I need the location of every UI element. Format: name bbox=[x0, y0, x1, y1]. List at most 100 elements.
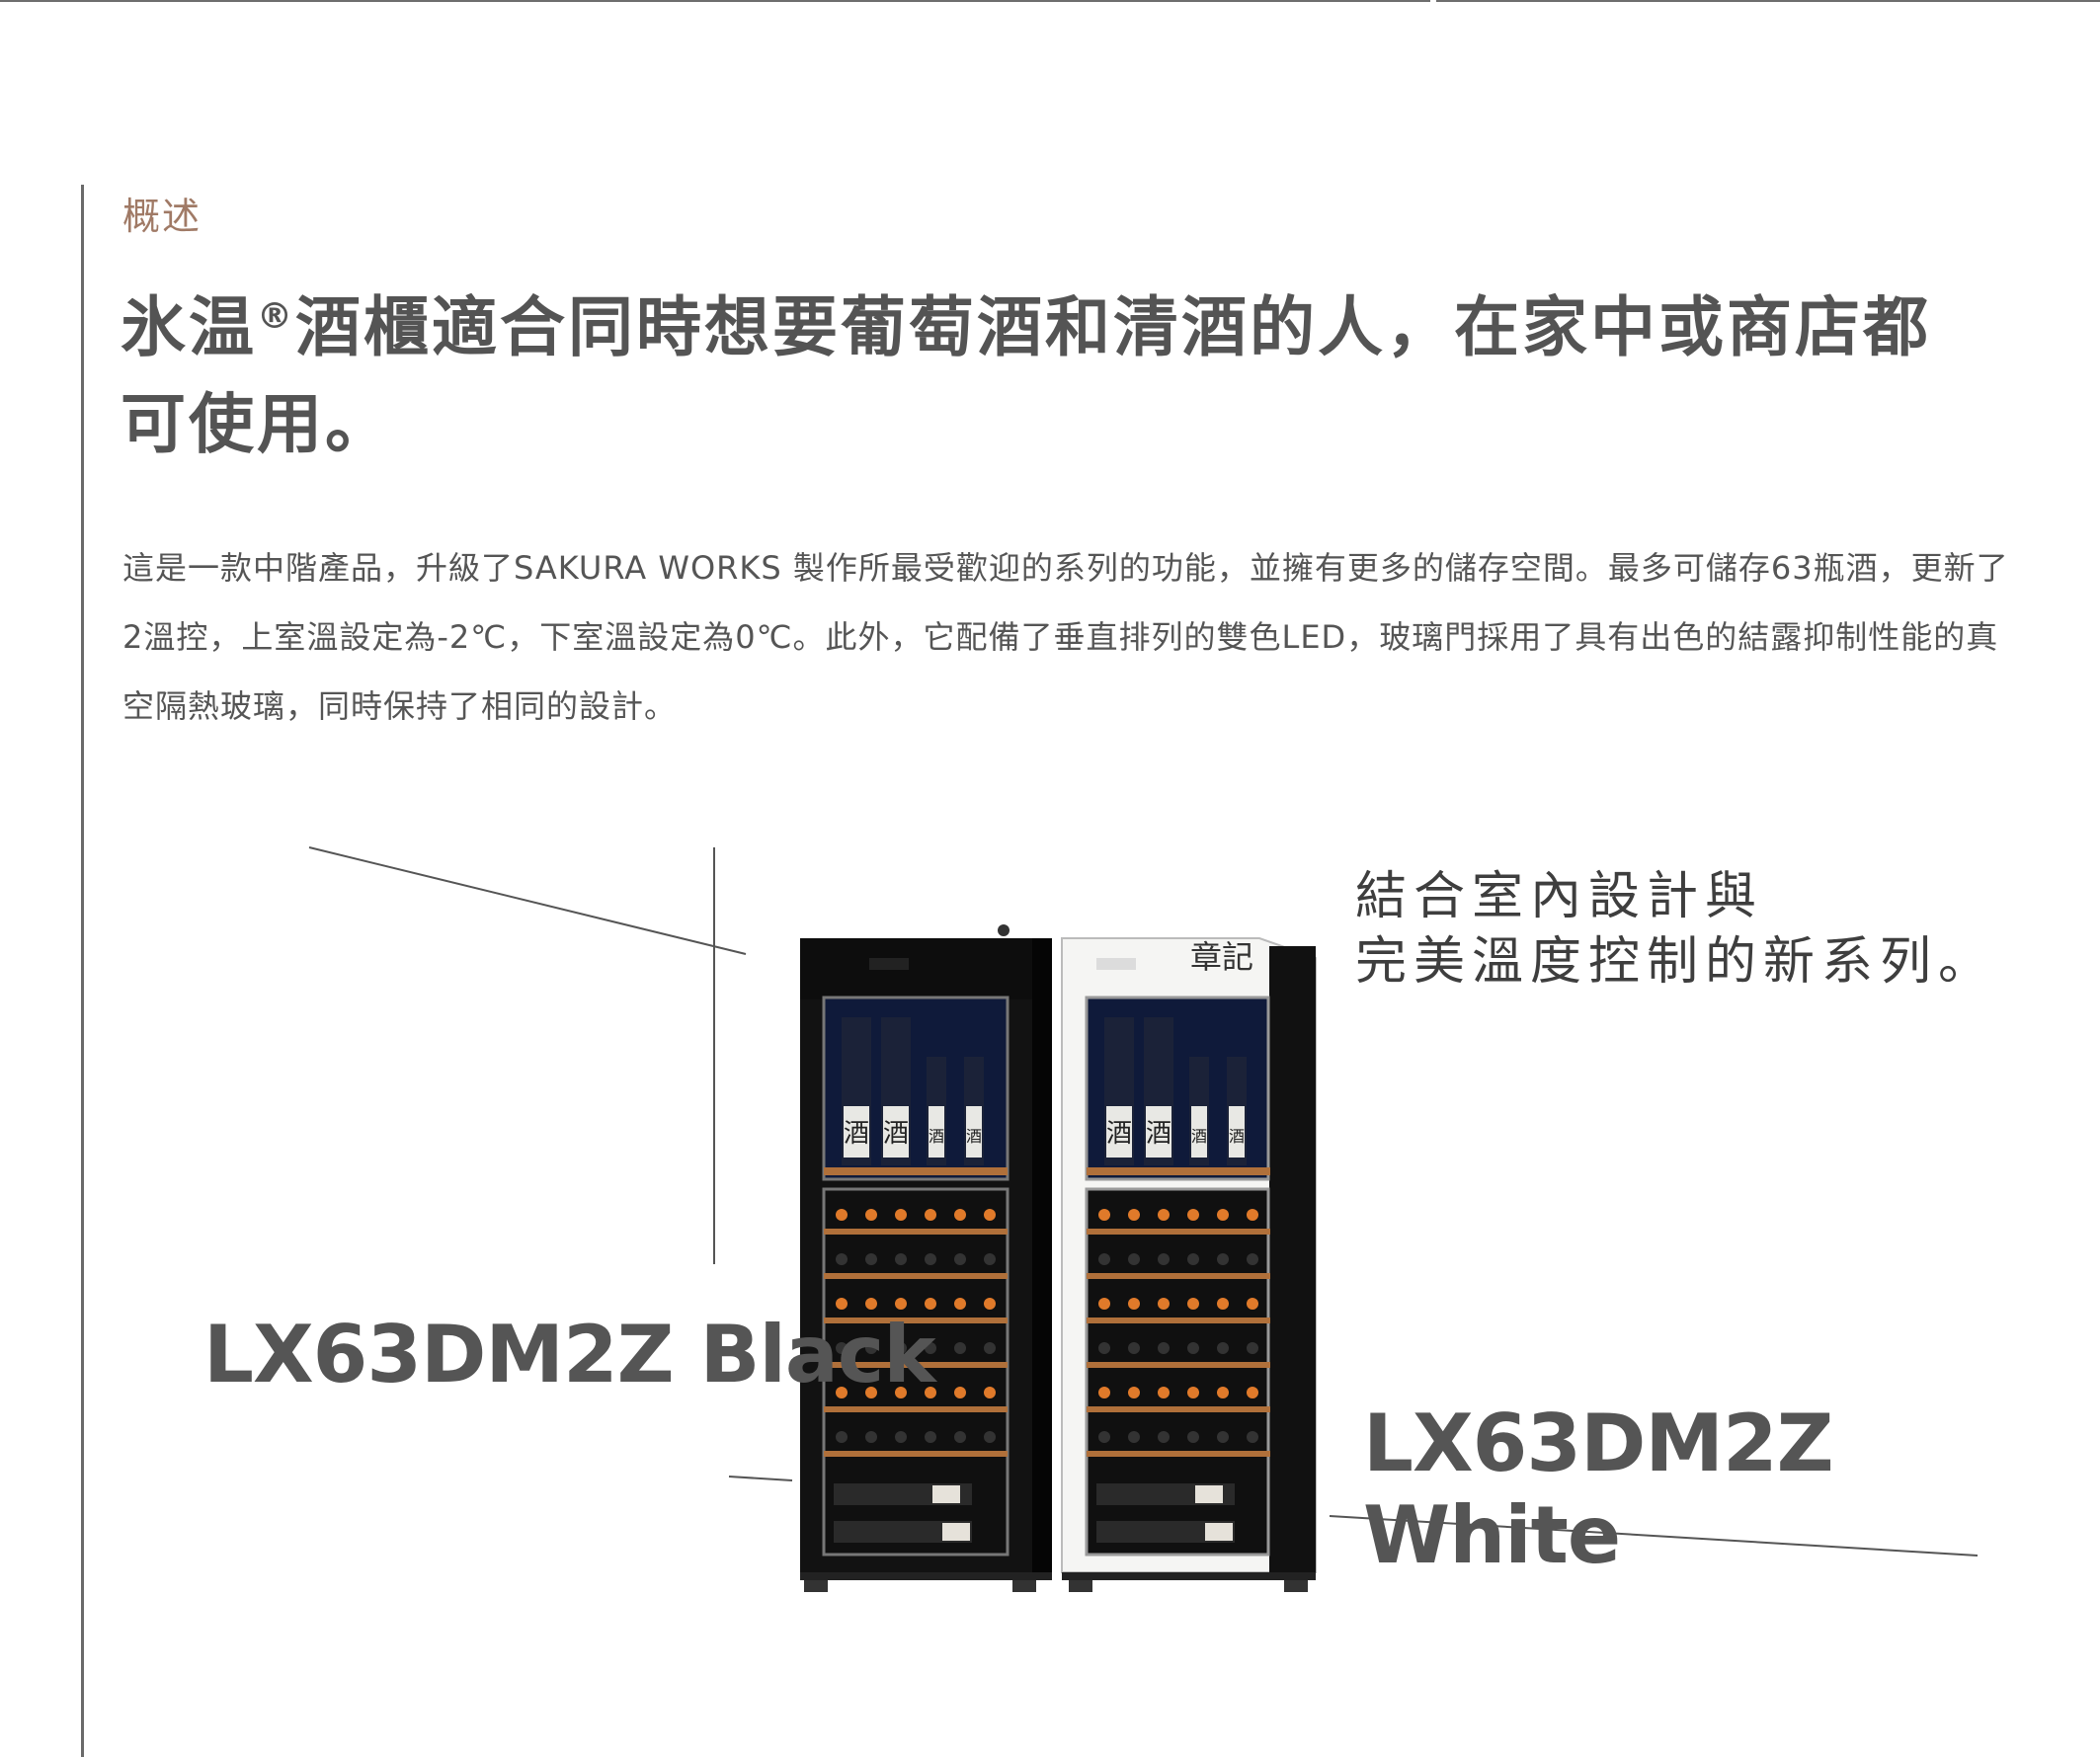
wine-bottle bbox=[984, 1209, 996, 1221]
wine-bottle bbox=[895, 1431, 907, 1443]
wine-bottle bbox=[1098, 1298, 1110, 1310]
sake-label bbox=[883, 1106, 909, 1158]
wine-bottle bbox=[1158, 1342, 1170, 1354]
wine-bottle bbox=[865, 1253, 877, 1265]
wine-bottle bbox=[836, 1253, 848, 1265]
wine-bottle bbox=[1187, 1298, 1199, 1310]
wine-bottle bbox=[836, 1298, 848, 1310]
wine-bottle bbox=[895, 1387, 907, 1398]
line-lower-right bbox=[1329, 1515, 1979, 1557]
wine-bottle bbox=[1098, 1342, 1110, 1354]
wine-bottle bbox=[1158, 1387, 1170, 1398]
wine-bottle bbox=[984, 1387, 996, 1398]
label-white-model: LX63DM2Z White bbox=[1363, 1398, 1834, 1581]
wine-bottle bbox=[1187, 1431, 1199, 1443]
sake-label bbox=[1146, 1106, 1171, 1158]
lying-bottle bbox=[834, 1521, 972, 1543]
wine-shelf bbox=[1087, 1451, 1270, 1457]
wine-bottle bbox=[1247, 1431, 1258, 1443]
wine-bottle bbox=[1158, 1431, 1170, 1443]
line-upper-left bbox=[308, 846, 747, 955]
section-eyebrow: 概述 bbox=[122, 195, 202, 238]
wine-bottle bbox=[1098, 1253, 1110, 1265]
cellar-interiors: 酒酒酒酒酒酒酒酒 bbox=[824, 1017, 1270, 1543]
wine-bottle bbox=[895, 1209, 907, 1221]
wine-bottle bbox=[865, 1209, 877, 1221]
sake-label bbox=[844, 1106, 869, 1158]
top-divider bbox=[0, 0, 2100, 2]
wine-bottle bbox=[1158, 1298, 1170, 1310]
sake-label bbox=[966, 1106, 982, 1158]
wine-bottle bbox=[1187, 1253, 1199, 1265]
wine-bottle bbox=[1217, 1387, 1229, 1398]
wine-shelf bbox=[1087, 1229, 1270, 1235]
wine-bottle bbox=[925, 1431, 936, 1443]
wine-shelf bbox=[824, 1451, 1008, 1457]
wine-bottle bbox=[984, 1342, 996, 1354]
lying-bottle bbox=[1096, 1521, 1235, 1543]
slogan-line-1: 結合室內設計與 bbox=[1355, 867, 1764, 926]
wine-bottle bbox=[1247, 1387, 1258, 1398]
sake-label-text: 酒 bbox=[929, 1127, 944, 1146]
wine-shelf bbox=[824, 1229, 1008, 1235]
registered-mark: ® bbox=[257, 296, 295, 337]
wine-bottle bbox=[895, 1253, 907, 1265]
wine-bottle bbox=[954, 1209, 966, 1221]
sake-label bbox=[929, 1106, 944, 1158]
sake-label bbox=[1191, 1106, 1207, 1158]
wine-bottle bbox=[1217, 1298, 1229, 1310]
wine-bottle bbox=[925, 1387, 936, 1398]
wine-shelf bbox=[1087, 1273, 1270, 1279]
wine-bottle bbox=[865, 1342, 877, 1354]
product-slogan: 結合室內設計與 完美溫度控制的新系列。 bbox=[1355, 864, 1996, 995]
wine-bottle bbox=[1217, 1342, 1229, 1354]
bottle-label bbox=[1195, 1485, 1223, 1503]
wine-bottle bbox=[1098, 1209, 1110, 1221]
wine-bottle bbox=[1247, 1253, 1258, 1265]
top-divider-gap bbox=[1430, 0, 1436, 3]
wine-shelf bbox=[1087, 1406, 1270, 1412]
wine-bottle bbox=[1247, 1209, 1258, 1221]
sake-label bbox=[1106, 1106, 1132, 1158]
wine-bottle bbox=[1128, 1387, 1140, 1398]
wine-bottle bbox=[895, 1298, 907, 1310]
wine-shelf bbox=[1087, 1362, 1270, 1368]
upper-shelf bbox=[1087, 1167, 1270, 1175]
wine-bottle bbox=[1247, 1298, 1258, 1310]
bottle-label bbox=[942, 1523, 970, 1541]
label-black-model: LX63DM2Z Black bbox=[203, 1309, 936, 1400]
wine-shelf bbox=[824, 1362, 1008, 1368]
wine-bottle bbox=[1128, 1253, 1140, 1265]
wine-bottle bbox=[954, 1253, 966, 1265]
wine-bottle bbox=[1217, 1431, 1229, 1443]
wine-bottle bbox=[836, 1431, 848, 1443]
wine-bottle bbox=[1098, 1431, 1110, 1443]
wine-bottle bbox=[1158, 1253, 1170, 1265]
section-body: 這是一款中階產品，升級了SAKURA WORKS 製作所最受歡迎的系列的功能，並… bbox=[122, 549, 2009, 725]
wine-shelf bbox=[824, 1273, 1008, 1279]
wine-bottle bbox=[925, 1209, 936, 1221]
wine-bottle bbox=[1098, 1387, 1110, 1398]
bottle-label bbox=[1205, 1523, 1233, 1541]
wine-bottle bbox=[1217, 1209, 1229, 1221]
headline-brand: 氷温 bbox=[121, 289, 257, 365]
wine-bottle bbox=[1187, 1342, 1199, 1354]
wine-bottle bbox=[954, 1298, 966, 1310]
sake-label-text: 酒 bbox=[1191, 1127, 1207, 1146]
wine-bottle bbox=[984, 1431, 996, 1443]
wine-bottle bbox=[865, 1387, 877, 1398]
wine-bottle bbox=[836, 1342, 848, 1354]
sake-label-text: 酒 bbox=[844, 1119, 869, 1149]
wine-bottle bbox=[954, 1342, 966, 1354]
wine-bottle bbox=[1128, 1342, 1140, 1354]
wine-shelf bbox=[824, 1318, 1008, 1323]
product-image-wine-cellars: 章記 酒酒酒酒酒酒酒酒 bbox=[800, 924, 1317, 1592]
wine-shelf bbox=[824, 1406, 1008, 1412]
wine-bottle bbox=[954, 1431, 966, 1443]
sake-label-text: 酒 bbox=[883, 1119, 909, 1149]
sake-label bbox=[1229, 1106, 1245, 1158]
wine-bottle bbox=[925, 1253, 936, 1265]
wine-bottle bbox=[1128, 1431, 1140, 1443]
wine-shelf bbox=[1087, 1318, 1270, 1323]
